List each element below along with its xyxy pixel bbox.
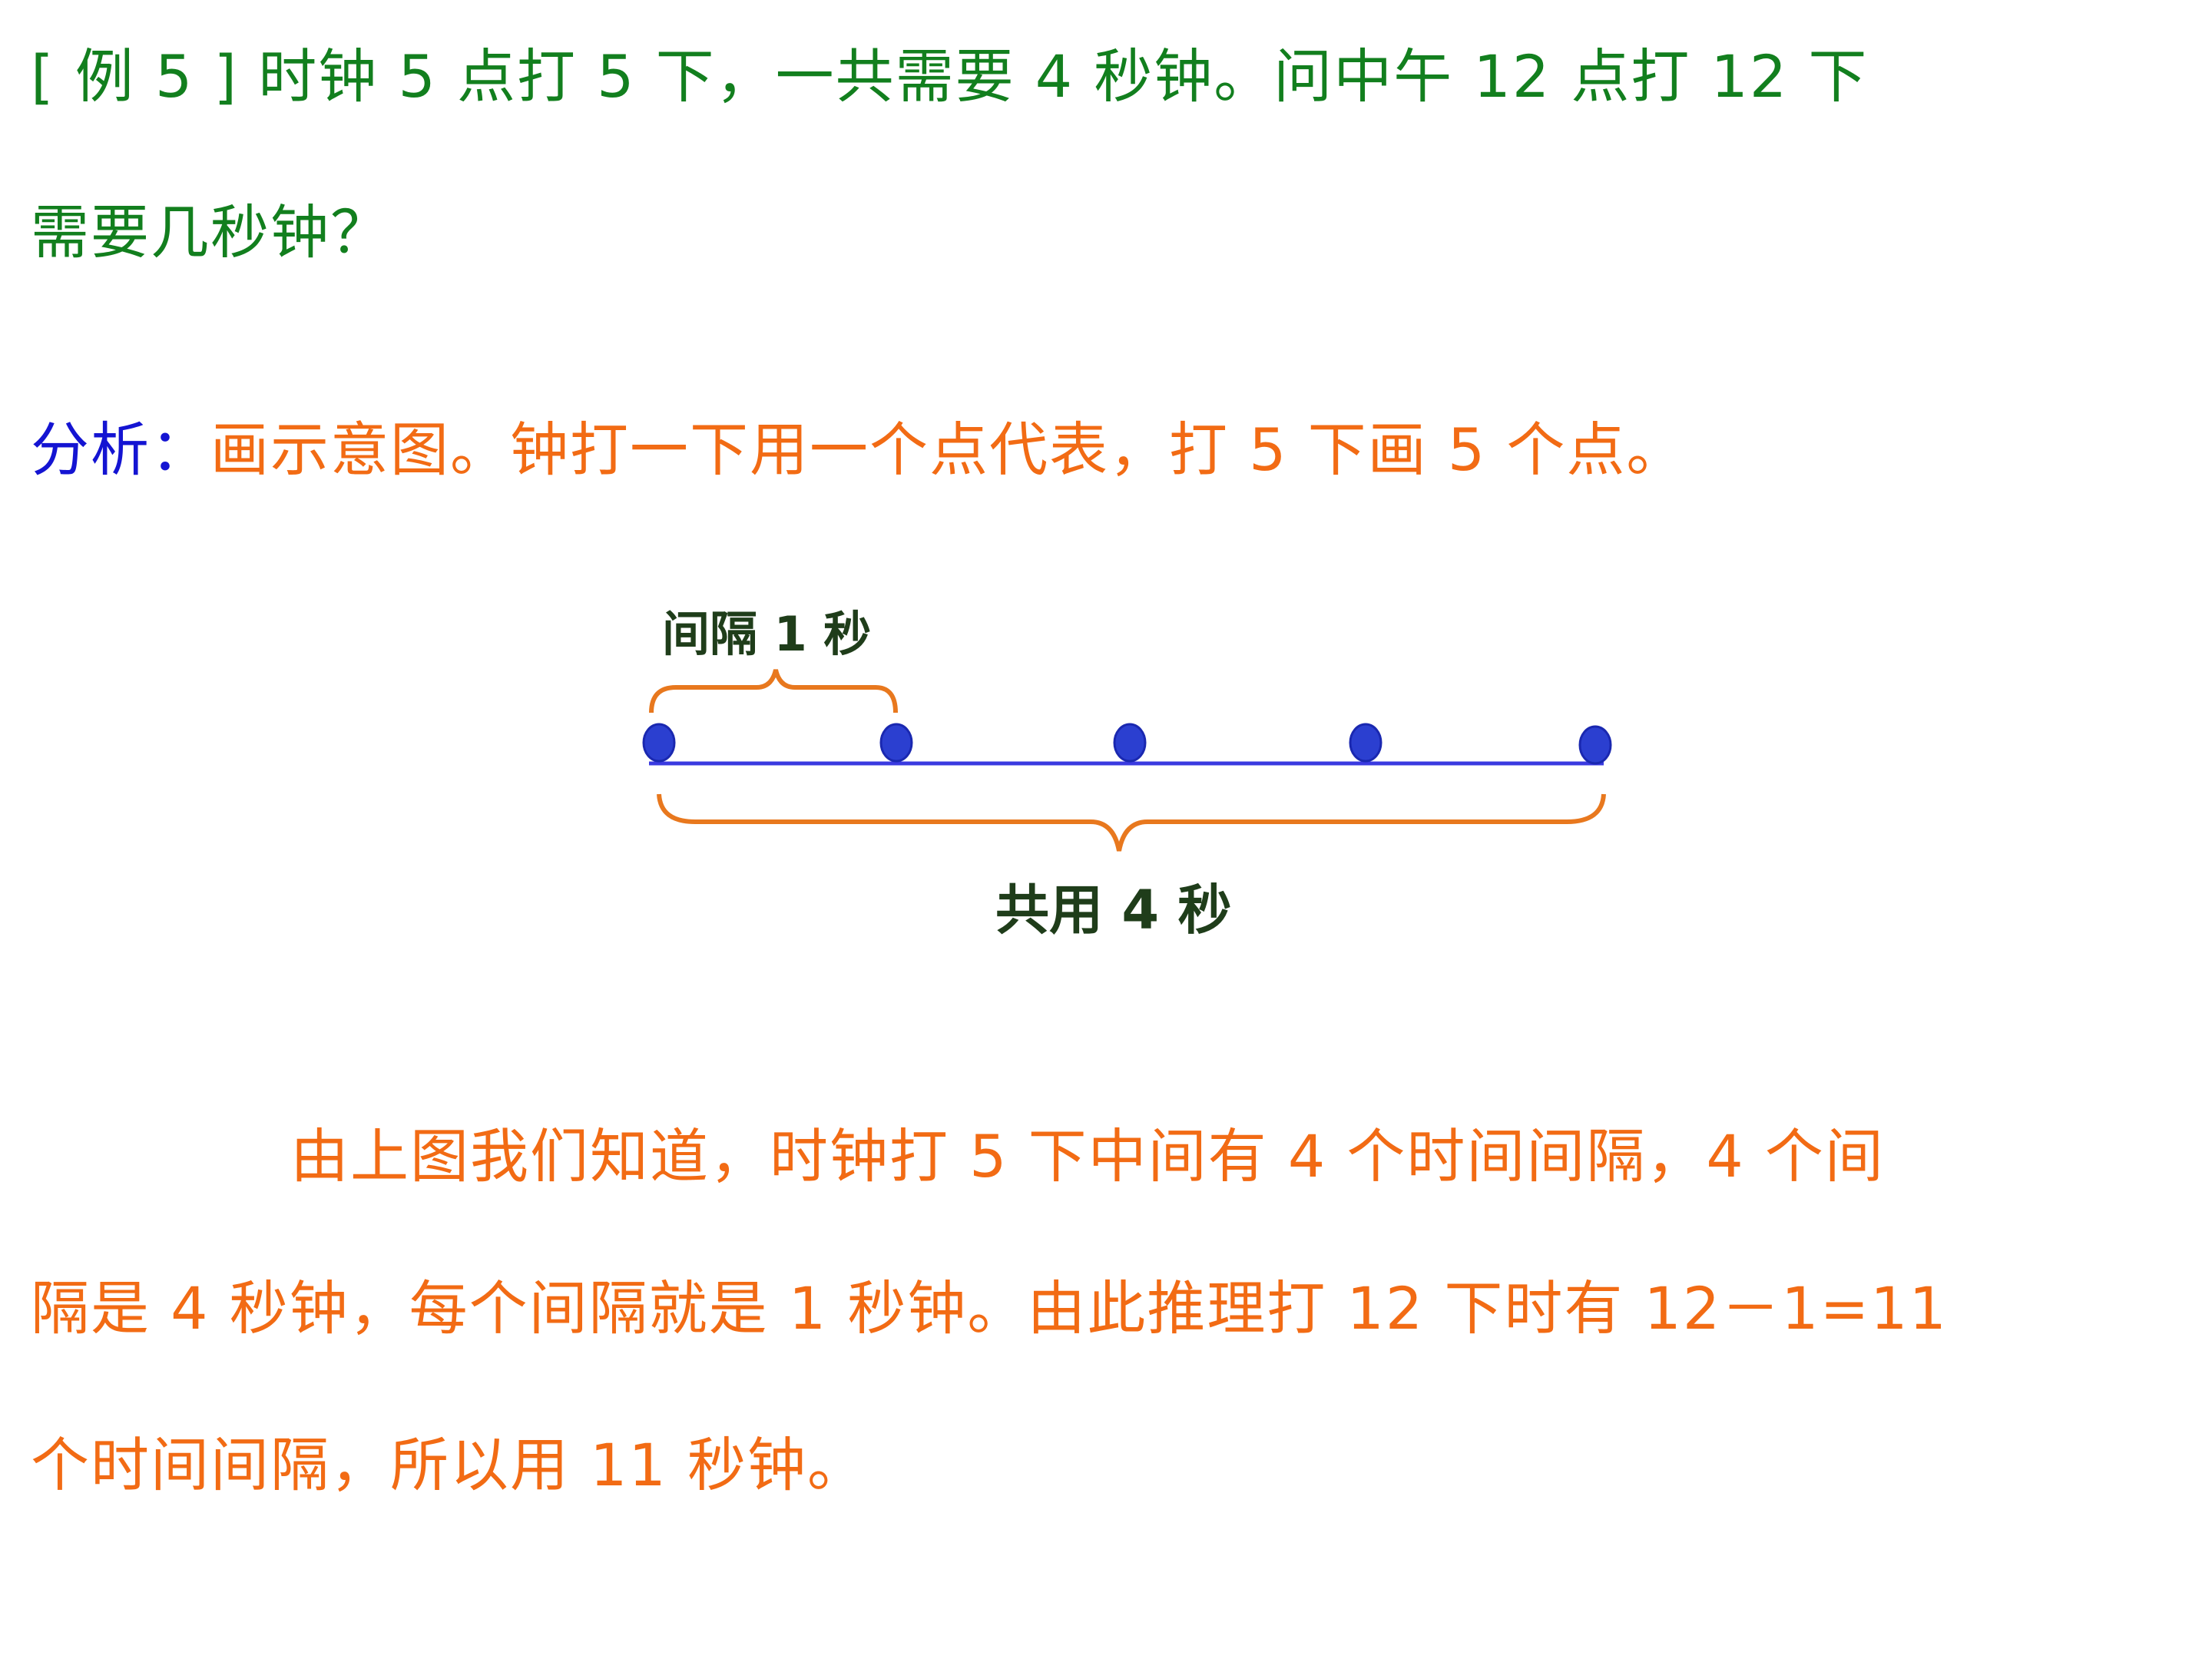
strike-dot <box>1349 723 1382 763</box>
question-line-2: 需要几秒钟？ <box>31 198 390 267</box>
strike-dot <box>1113 723 1147 763</box>
analysis-line: 分析：画示意图。钟打一下用一个点代表，打 5 下画 5 个点。 <box>31 421 1686 479</box>
analysis-text: 画示意图。钟打一下用一个点代表，打 5 下画 5 个点。 <box>210 416 1687 484</box>
strike-dot <box>642 723 676 763</box>
interval-brace <box>649 669 898 713</box>
strike-dots <box>642 723 1612 765</box>
total-label: 共用 4 秒 <box>995 879 1232 942</box>
interval-label: 间隔 1 秒 <box>662 606 872 662</box>
strike-dot <box>1578 725 1612 765</box>
strike-dot <box>879 723 913 763</box>
question-line-1: [ 例 5 ] 时钟 5 点打 5 下，一共需要 4 秒钟。问中午 12 点打 … <box>31 48 1868 106</box>
explanation-line-1: 由上图我们知道，时钟打 5 下中间有 4 个时间间隔，4 个间 <box>290 1122 1885 1190</box>
explanation-line-3: 个时间间隔，所以用 11 秒钟。 <box>31 1431 868 1499</box>
analysis-label: 分析： <box>31 416 210 484</box>
example-label: [ 例 5 ] <box>31 42 239 111</box>
total-brace <box>657 793 1606 852</box>
explanation-line-2: 隔是 4 秒钟，每个间隔就是 1 秒钟。由此推理打 12 下时有 12－1=11 <box>31 1274 1948 1343</box>
question-text: 时钟 5 点打 5 下，一共需要 4 秒钟。问中午 12 点打 12 下 <box>238 42 1869 111</box>
